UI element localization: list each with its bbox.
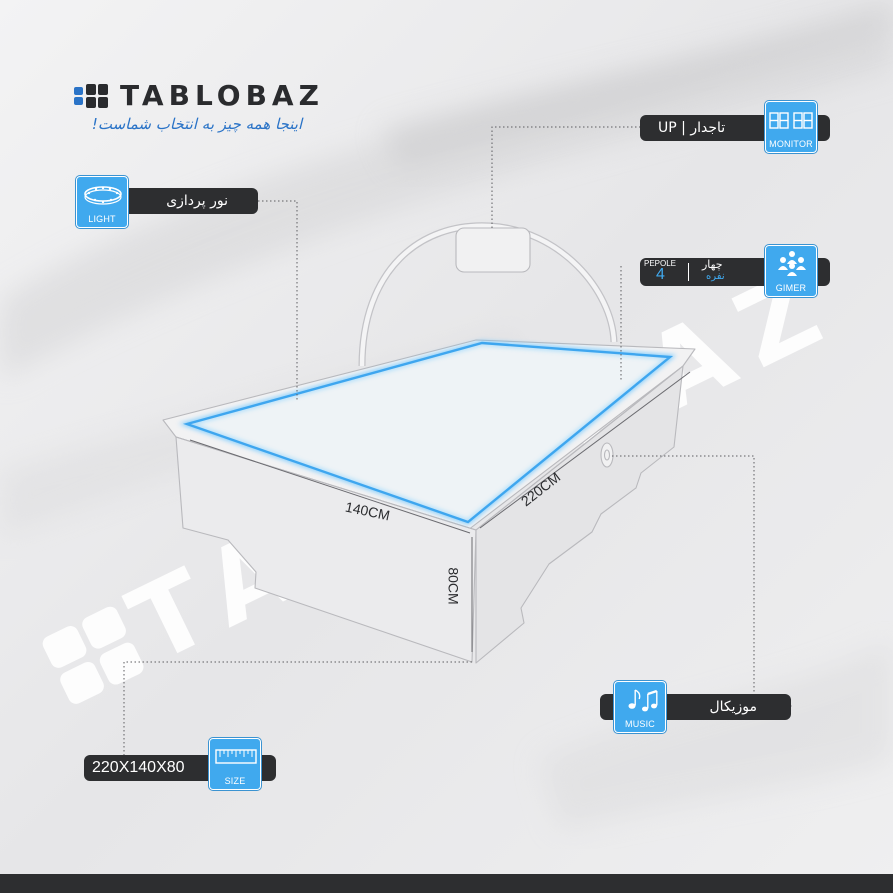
brand-name: TABLOBAZ (120, 79, 324, 112)
size-feature-label: 220X140X80 (92, 759, 185, 776)
led-ring-icon (84, 186, 122, 205)
gimer-label-top: چهار (702, 258, 723, 271)
people-group-icon (778, 251, 806, 276)
gimer-caption: GIMER (775, 283, 807, 293)
music-notes-icon (628, 689, 658, 712)
people-word: PEPOLE (644, 259, 677, 268)
music-caption: MUSIC (625, 719, 655, 729)
monitor-caption: MONITOR (769, 139, 813, 149)
ruler-icon (215, 749, 257, 764)
size-caption: SIZE (224, 776, 246, 786)
footer-bar (0, 874, 893, 893)
led-playfield (178, 340, 677, 525)
gimer-feature-iconbox: GIMER (765, 245, 817, 297)
height-dimension-label: 80CM (445, 567, 462, 605)
scoreboard-icon (769, 112, 813, 129)
air-hockey-table-drawing (162, 222, 696, 664)
logo-mark-icon (74, 84, 108, 108)
people-count-block: PEPOLE 4 چهار نفره (640, 258, 760, 288)
gimer-label-bottom: نفره (706, 271, 725, 282)
monitor-feature-label: تاجدار | UP (658, 120, 726, 136)
size-feature-iconbox: SIZE (209, 738, 261, 790)
dimension-lines (189, 371, 691, 652)
monitor-feature-iconbox: MONITOR (765, 101, 817, 153)
light-feature-iconbox: LIGHT (76, 176, 128, 228)
people-divider (688, 263, 689, 281)
brand-tagline: اینجا همه چیز به انتخاب شماست! (91, 115, 303, 133)
music-feature-iconbox: MUSIC (614, 681, 666, 733)
brand-logo: TABLOBAZ اینجا همه چیز به انتخاب شماست! (74, 80, 324, 140)
light-caption: LIGHT (88, 214, 116, 224)
light-feature-label: نور پردازی (166, 193, 228, 209)
music-feature-label: موزیکال (709, 699, 757, 715)
people-count: 4 (656, 266, 665, 283)
leader-lines (123, 126, 792, 755)
